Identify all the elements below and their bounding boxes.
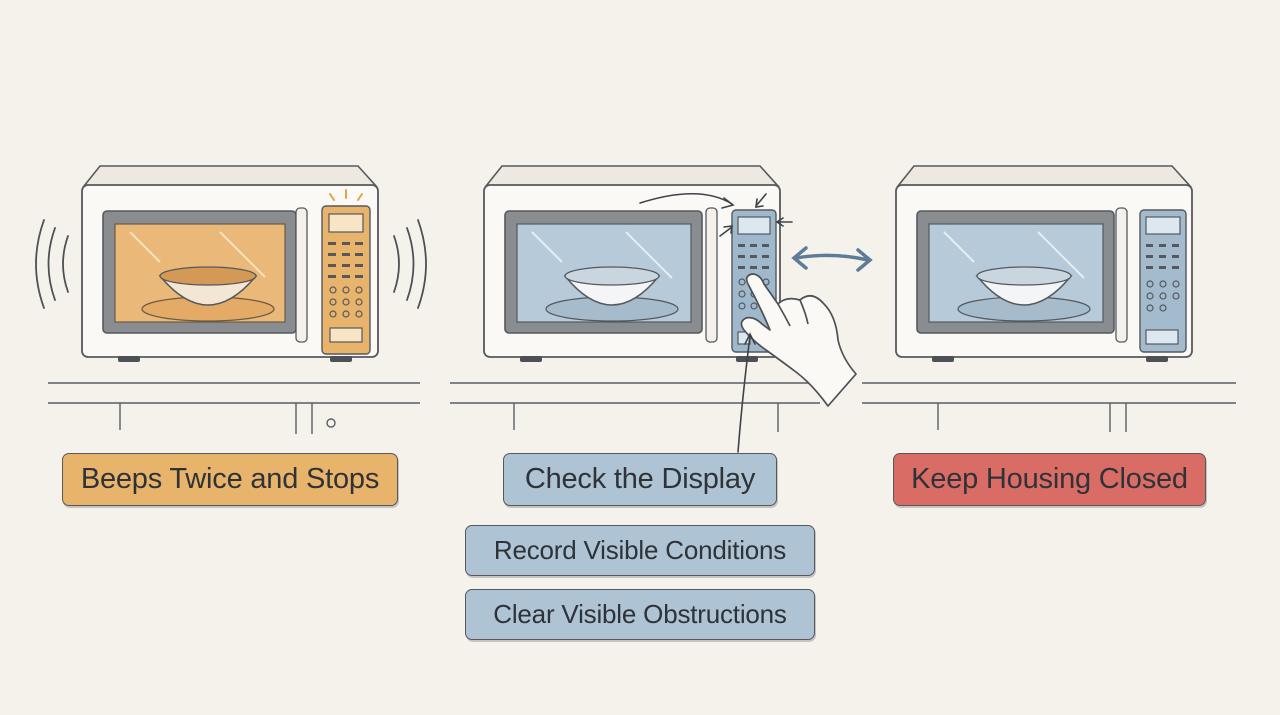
label-record-text: Record Visible Conditions (493, 535, 787, 565)
arrow-icon (639, 192, 793, 453)
sound-wave-icon (35, 219, 69, 309)
label-check-display: Check the Display (503, 453, 777, 506)
label-keep-closed-text: Keep Housing Closed (911, 463, 1188, 495)
sound-wave-icon (393, 219, 427, 309)
label-clear-obstructions: Clear Visible Obstructions (465, 589, 815, 640)
label-clear-text: Clear Visible Obstructions (493, 599, 787, 629)
counter-left (48, 382, 420, 434)
label-beeps-text: Beeps Twice and Stops (80, 463, 380, 495)
double-arrow-icon (791, 246, 873, 272)
counter-middle (450, 382, 820, 432)
label-check-display-text: Check the Display (524, 463, 756, 495)
label-beeps-twice: Beeps Twice and Stops (62, 453, 398, 506)
microwave-checking (483, 165, 781, 362)
counter-right (862, 382, 1236, 432)
microwave-beeping (81, 165, 379, 362)
sparkle-icon (329, 189, 363, 201)
label-record-conditions: Record Visible Conditions (465, 525, 815, 576)
label-keep-housing-closed: Keep Housing Closed (893, 453, 1206, 506)
pointing-hand-icon (740, 273, 857, 407)
microwave-closed (895, 165, 1193, 362)
